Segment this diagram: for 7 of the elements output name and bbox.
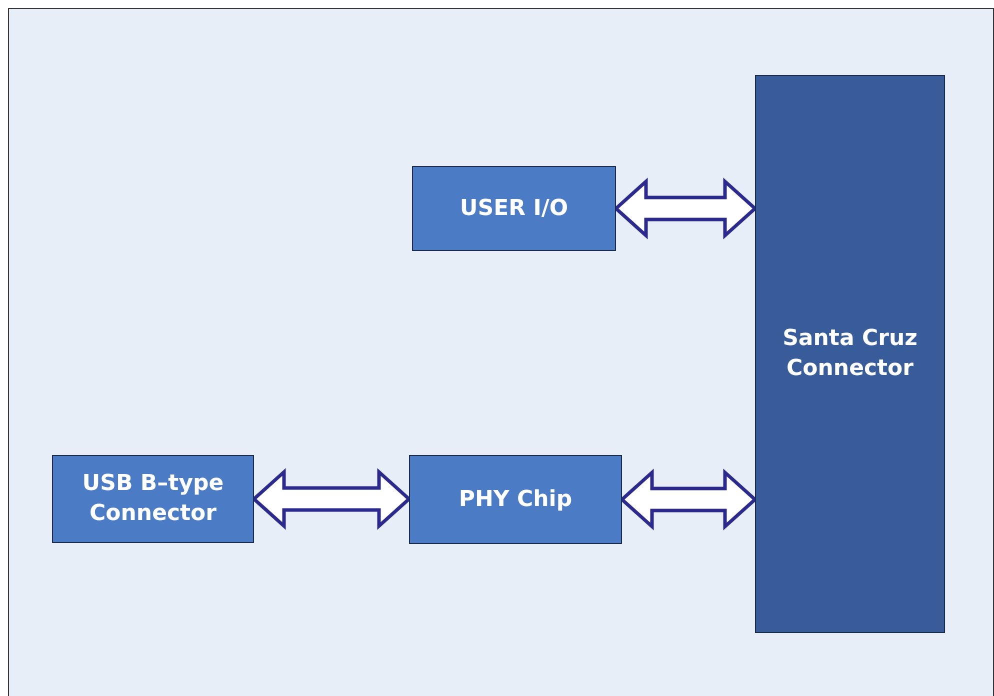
double-arrow (251, 468, 412, 530)
io-block: USER I/O (412, 166, 616, 251)
chip-block: PHY Chip (409, 455, 622, 544)
connector-block: Santa Cruz Connector (755, 75, 945, 633)
double-arrow (613, 178, 758, 240)
double-arrow (619, 468, 758, 530)
connector-block: USB B–type Connector (52, 455, 254, 543)
